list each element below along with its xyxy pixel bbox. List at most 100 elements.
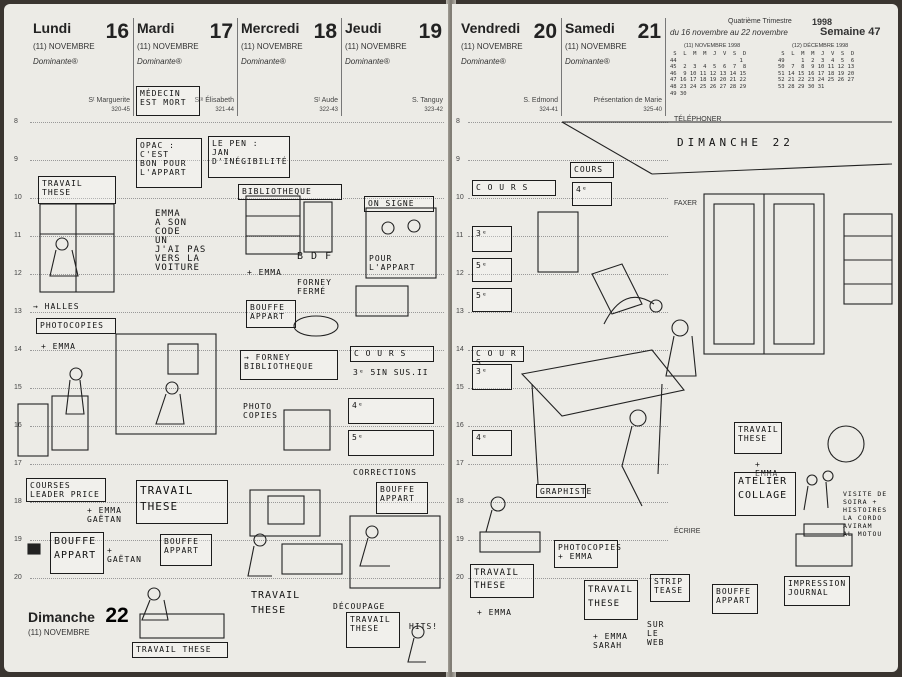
note-opac: OPAC : C'EST BON POUR L'APPART bbox=[136, 138, 202, 188]
left-page: Lundi 16 (11) NOVEMBRE Dominante® Sᵗ Mar… bbox=[4, 4, 448, 672]
note-cours-thu: C O U R S bbox=[350, 346, 434, 362]
note-travail-these-sat: TRAVAIL THESE bbox=[584, 580, 638, 620]
note-photocopies-mon: PHOTOCOPIES bbox=[36, 318, 116, 334]
note-decoupage: DÉCOUPAGE bbox=[333, 602, 386, 611]
saint-name: Sᵗ Aude bbox=[313, 97, 338, 104]
note-cours-fri: C O U R S bbox=[472, 180, 556, 196]
note-plus-emma-2: + EMMA bbox=[41, 342, 76, 351]
day-dominante: Dominante® bbox=[241, 57, 286, 66]
saint-name: Présentation de Marie bbox=[593, 97, 662, 104]
hour-rule bbox=[468, 578, 668, 579]
sunday-number: 22 bbox=[105, 604, 129, 627]
day-number: 18 bbox=[313, 20, 337, 43]
note-plus-emma-gaetan: + EMMA GAËTAN bbox=[87, 506, 122, 524]
day-dominante: Dominante® bbox=[33, 57, 78, 66]
note-hits: HITS! bbox=[409, 622, 439, 631]
note-dimanche: DIMANCHE 22 bbox=[677, 136, 794, 149]
hour-rule bbox=[30, 502, 444, 503]
hour-rule bbox=[30, 312, 444, 313]
hour-rule bbox=[468, 274, 668, 275]
note-cours-3e: 3ᵉ 5IN SUS.II bbox=[353, 368, 429, 377]
note-travail-these-sun2: TRAVAIL THESE bbox=[734, 422, 782, 454]
hour-label: 18 bbox=[456, 498, 464, 505]
note-halles: → HALLES bbox=[33, 302, 80, 311]
saint-name: Sᵗ Marguerite bbox=[88, 97, 130, 104]
day-name: Samedi bbox=[565, 20, 615, 36]
trimestre-label: Quatrième Trimestre bbox=[728, 18, 792, 25]
hour-label: 14 bbox=[14, 346, 22, 353]
sunday-header: Dimanche 22 (11) NOVEMBRE bbox=[28, 604, 129, 637]
hour-rule bbox=[30, 122, 444, 123]
saint-name: S. Edmond bbox=[523, 97, 558, 104]
note-cours-fri-5e-2: 5ᵉ bbox=[472, 288, 512, 312]
day-month: (11) NOVEMBRE bbox=[565, 42, 627, 51]
hour-rule bbox=[468, 464, 668, 465]
day-number: 16 bbox=[105, 20, 129, 43]
note-travail-these-mon: TRAVAIL THESE bbox=[38, 176, 116, 204]
hour-label: 20 bbox=[456, 574, 464, 581]
hour-label: 17 bbox=[14, 460, 22, 467]
note-bouffe-appart-thu: BOUFFE APPART bbox=[376, 482, 428, 514]
note-medecin: MÉDECIN EST MORT bbox=[136, 86, 200, 116]
note-travail-these-sun: TRAVAIL THESE bbox=[132, 642, 228, 658]
note-bouffe-appart-tue: BOUFFE APPART bbox=[160, 534, 212, 566]
right-page: Vendredi 20 (11) NOVEMBRE Dominante® S. … bbox=[452, 4, 898, 672]
day-number: 20 bbox=[533, 20, 557, 43]
day-name: Jeudi bbox=[345, 20, 382, 36]
saint-number: 321-44 bbox=[215, 107, 234, 113]
mini-calendar-november: S L M M J V S D 44 1 45 2 3 4 5 6 7 8 46… bbox=[670, 51, 747, 97]
hour-rule bbox=[30, 578, 444, 579]
day-name: Mercredi bbox=[241, 20, 300, 36]
telephoner-label: TÉLÉPHONER bbox=[674, 116, 722, 123]
hour-rule bbox=[468, 198, 668, 199]
hour-label: 15 bbox=[456, 384, 464, 391]
right-sketches bbox=[479, 121, 893, 567]
hour-label: 19 bbox=[14, 536, 22, 543]
day-header-thursday: Jeudi 19 (11) NOVEMBRE Dominante® S. Tan… bbox=[342, 18, 446, 116]
hour-rule bbox=[30, 464, 444, 465]
hour-rule bbox=[468, 350, 668, 351]
saint-number: 320-45 bbox=[111, 107, 130, 113]
saint-number: 322-43 bbox=[319, 107, 338, 113]
note-travail-these-wed: TRAVAIL THESE bbox=[251, 590, 301, 616]
hour-rule bbox=[468, 502, 668, 503]
note-bdf: B D F bbox=[297, 251, 333, 262]
saint-number: 324-41 bbox=[539, 107, 558, 113]
hour-rule bbox=[30, 274, 444, 275]
day-name: Lundi bbox=[33, 20, 72, 36]
hour-label: 8 bbox=[14, 118, 18, 125]
note-forney-ferme: FORNEY FERMÉ bbox=[297, 278, 332, 296]
note-cours-sat-4e: 4ᵉ bbox=[572, 182, 612, 206]
note-photo-copies: PHOTO COPIES bbox=[243, 402, 278, 420]
note-bouffe-appart-mon: BOUFFE APPART bbox=[50, 532, 104, 574]
note-atelier-collage: ATELIER COLLAGE bbox=[734, 472, 796, 516]
day-header-saturday: Samedi 21 (11) NOVEMBRE Dominante® Prése… bbox=[562, 18, 666, 116]
day-dominante: Dominante® bbox=[345, 57, 390, 66]
sketch-window-frame bbox=[39, 203, 115, 293]
hour-rule bbox=[30, 236, 444, 237]
hour-rule bbox=[30, 540, 444, 541]
day-dominante: Dominante® bbox=[461, 57, 506, 66]
hour-label: 20 bbox=[14, 574, 22, 581]
note-sur-le-web: SUR LE WEB bbox=[647, 620, 665, 647]
note-pour-appart: POUR L'APPART bbox=[369, 254, 416, 272]
hour-rule bbox=[30, 388, 444, 389]
note-forney-bib: → FORNEY BIBLIOTHEQUE bbox=[240, 350, 338, 380]
note-travail-these-tue: TRAVAIL THESE bbox=[136, 480, 228, 524]
note-cours-4e: 4ᵉ bbox=[348, 398, 434, 424]
year-label: 1998 bbox=[812, 17, 833, 27]
day-name: Vendredi bbox=[461, 20, 521, 36]
saint-name: Sᵗᵉ Élisabeth bbox=[194, 97, 234, 104]
hour-label: 13 bbox=[14, 308, 22, 315]
note-photocopies-fri: PHOTOCOPIES + EMMA bbox=[554, 540, 621, 568]
hour-label: 17 bbox=[456, 460, 464, 467]
note-travail-these-fri: TRAVAIL THESE bbox=[470, 564, 534, 598]
day-month: (11) NOVEMBRE bbox=[33, 42, 95, 51]
note-cours-sat: COURS bbox=[570, 162, 614, 178]
saint-number: 325-40 bbox=[643, 107, 662, 113]
hour-label: 18 bbox=[14, 498, 22, 505]
note-cours-fri-2: C O U R S bbox=[472, 346, 524, 367]
note-impression-journal: IMPRESSION JOURNAL bbox=[784, 576, 850, 606]
day-month: (11) NOVEMBRE bbox=[461, 42, 523, 51]
hour-rule bbox=[468, 312, 668, 313]
